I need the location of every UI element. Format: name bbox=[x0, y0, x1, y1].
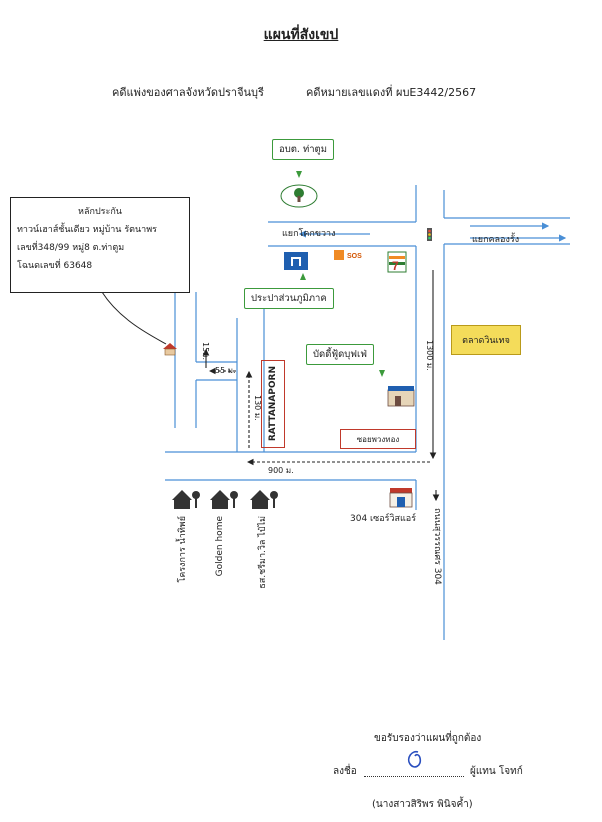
soi-sign: ซอยพวงทอง bbox=[340, 429, 416, 449]
project-house-icon-3 bbox=[250, 490, 278, 509]
project-house-icon-2 bbox=[210, 490, 238, 509]
svg-text:7: 7 bbox=[392, 259, 399, 273]
court-line: คดีแพ่งของศาลจังหวัดปราจีนบุรี bbox=[112, 86, 264, 99]
project-label-3: ธส.ชรีมา.วิล ไป๋ไม่ bbox=[258, 516, 268, 589]
distance-1300m: 1300 ม. bbox=[425, 340, 434, 371]
distance-55m: 55 ม. bbox=[215, 366, 236, 375]
pointer-line bbox=[101, 291, 167, 345]
distance-15m: 15ม. bbox=[201, 342, 210, 360]
case-number: คดีหมายเลขแดงที่ ผบE3442/2567 bbox=[306, 86, 477, 99]
page-title: แผนที่สังเขป bbox=[263, 27, 339, 43]
sign-role: ผู้แทน โจทก์ bbox=[470, 766, 523, 777]
info-line-2: เลขที่348/99 หมู่8 ต.ท่าตูม bbox=[17, 243, 125, 253]
callout-water-authority: ประปาส่วนภูมิภาค bbox=[244, 288, 334, 309]
service-shop-label: 304 เซอร์วิสแอร์ bbox=[350, 514, 417, 524]
highway-label: ถนนสุวรรณศร 304 bbox=[432, 508, 442, 585]
callout-obt: อบต. ท่าตูม bbox=[272, 139, 334, 160]
sos-logo-icon: SOS bbox=[334, 250, 362, 260]
svg-text:SOS: SOS bbox=[347, 253, 362, 260]
signature-mark bbox=[407, 750, 422, 768]
house-icon bbox=[163, 343, 177, 356]
info-line-1: ทาวน์เฮาส์ชั้นเดียว หมู่บ้าน รัตนาพร bbox=[17, 225, 157, 235]
info-heading: หลักประกัน bbox=[78, 207, 122, 217]
project-label-2: Golden home bbox=[215, 516, 225, 577]
obt-logo-icon bbox=[280, 184, 318, 208]
water-authority-icon bbox=[284, 252, 308, 270]
service-shop-icon bbox=[389, 488, 413, 508]
shop-icon bbox=[387, 386, 415, 407]
rattanaporn-sign: RATTANAPORN bbox=[261, 360, 285, 448]
junction-right-label: แยกคลองรั้ง bbox=[472, 235, 520, 245]
collateral-info-box: หลักประกัน ทาวน์เฮาส์ชั้นเดียว หมู่บ้าน … bbox=[10, 197, 190, 293]
project-label-1: โครงการ น้ำทิพย์ bbox=[178, 516, 188, 583]
signer-name: (นางสาวสิริพร พินิจค้ำ) bbox=[372, 799, 473, 810]
info-line-3: โฉนดเลขที่ 63648 bbox=[17, 261, 93, 271]
junction-left-label: แยกโคกขวาง bbox=[282, 229, 336, 239]
seven-eleven-icon: 7 bbox=[387, 251, 407, 273]
market-label: ตลาดวินเทจ bbox=[451, 325, 521, 355]
sign-label: ลงชื่อ bbox=[333, 766, 357, 777]
distance-900m: 900 ม. bbox=[268, 466, 294, 475]
signature-line bbox=[364, 776, 464, 777]
road-lines bbox=[165, 185, 570, 640]
rattanaporn-label: RATTANAPORN bbox=[268, 366, 278, 442]
certification-statement: ขอรับรองว่าแผนที่ถูกต้อง bbox=[374, 733, 482, 744]
distance-130m: 130 ม. bbox=[253, 395, 262, 421]
callout-buddy-food: บัดดี้ฟู้ดบุฟเฟ่ bbox=[306, 344, 374, 365]
project-house-icon-1 bbox=[172, 490, 200, 509]
